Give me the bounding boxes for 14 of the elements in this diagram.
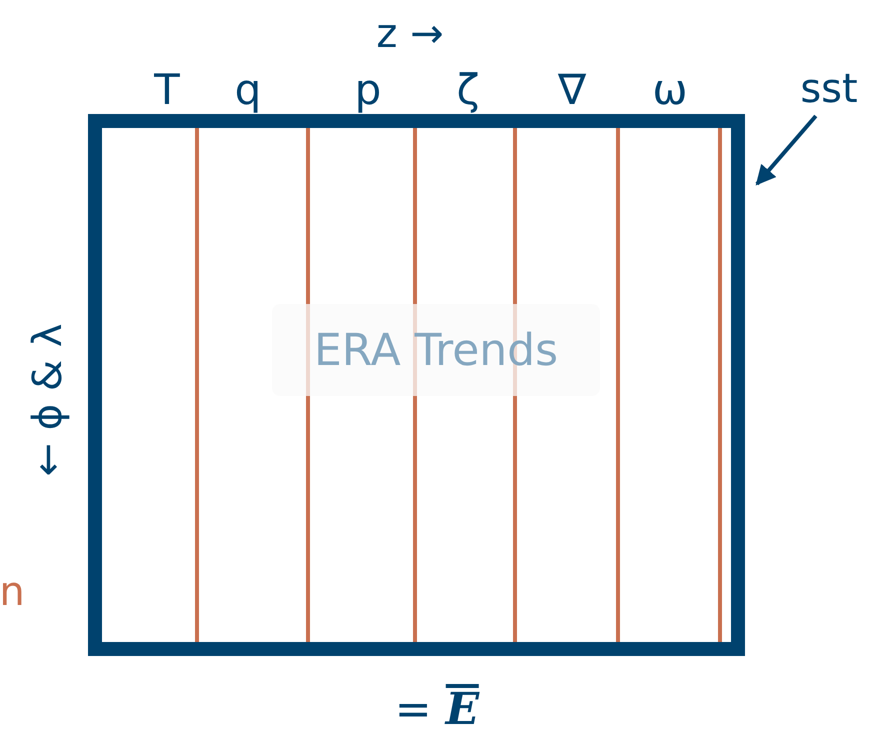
watermark-title: ERA Trends (272, 304, 600, 396)
variable-label: ζ (456, 69, 480, 111)
equation: = E (394, 684, 480, 732)
axis-label: ← ϕ & λ (28, 324, 68, 476)
frame-box (88, 114, 745, 656)
node-label: sst (800, 66, 858, 112)
variable-label: q (234, 69, 262, 111)
variable-label: ∇ (558, 69, 586, 111)
variable-label: T (154, 69, 180, 111)
axis-label: z → (376, 14, 444, 54)
variable-label: p (354, 69, 382, 111)
variable-label: ω (652, 69, 688, 111)
variable-label: n (0, 572, 25, 612)
arrow (755, 114, 818, 186)
